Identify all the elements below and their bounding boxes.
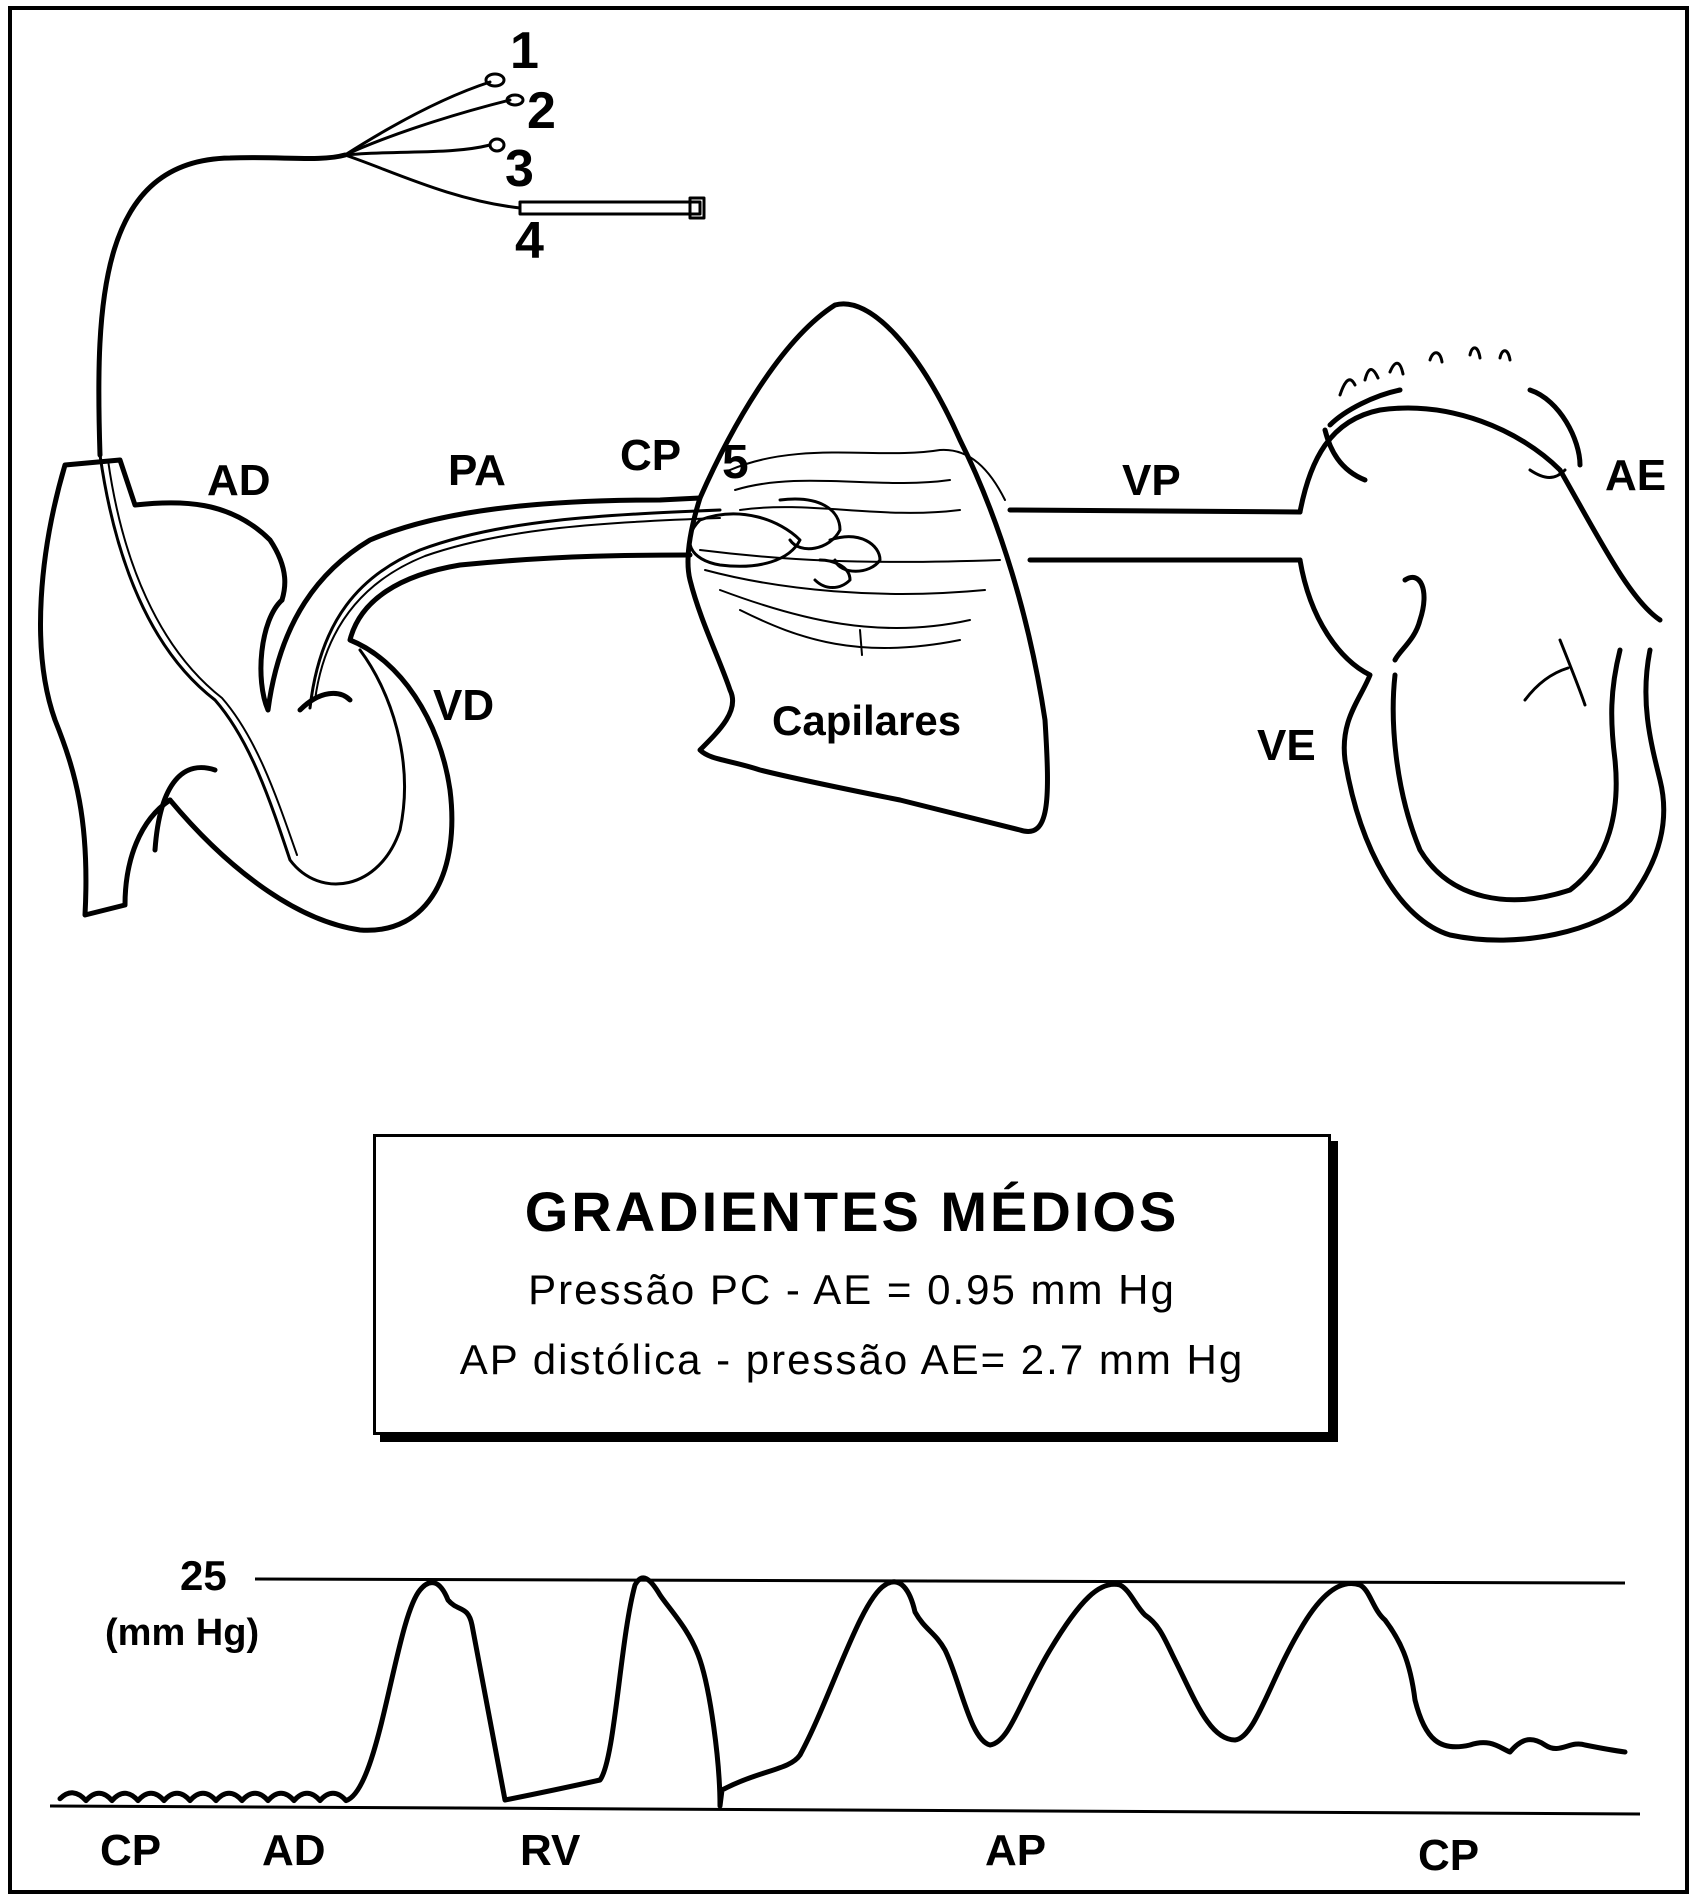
label-port-5: 5 <box>722 436 749 489</box>
label-vp: VP <box>1122 456 1181 505</box>
label-ad: AD <box>207 456 271 505</box>
pulmonary-vein <box>1010 510 1300 560</box>
gradients-title: GRADIENTES MÉDIOS <box>376 1179 1328 1244</box>
x-label-cp-2: CP <box>1418 1831 1479 1880</box>
line-25 <box>255 1579 1625 1583</box>
pressure-chart: 25 (mm Hg) CP AD RV AP CP <box>50 1552 1640 1880</box>
x-label-rv: RV <box>520 1826 581 1875</box>
label-ae: AE <box>1605 451 1666 500</box>
catheter-in-heart <box>100 455 404 884</box>
aortic-branches <box>1340 348 1510 395</box>
y-axis-label: (mm Hg) <box>105 1612 259 1654</box>
x-label-ap: AP <box>985 1826 1046 1875</box>
y-tick-25: 25 <box>180 1552 227 1599</box>
label-ve: VE <box>1257 721 1316 770</box>
aorta <box>1325 390 1580 660</box>
pressure-trace <box>60 1578 1625 1806</box>
label-cp: CP <box>620 431 681 480</box>
gradients-box: GRADIENTES MÉDIOS Pressão PC - AE = 0.95… <box>373 1134 1331 1435</box>
x-label-cp-1: CP <box>100 1826 161 1875</box>
label-capilares: Capilares <box>772 697 961 744</box>
x-label-ad: AD <box>262 1826 326 1875</box>
port-label-4: 4 <box>515 212 544 270</box>
label-vd: VD <box>433 681 494 730</box>
vena-cava <box>41 460 285 915</box>
gradient-line-1: Pressão PC - AE = 0.95 mm Hg <box>376 1266 1328 1314</box>
gradient-line-2: AP distólica - pressão AE= 2.7 mm Hg <box>376 1336 1328 1384</box>
port-label-2: 2 <box>527 82 556 140</box>
port-label-3: 3 <box>505 140 534 198</box>
catheter-tube <box>99 155 345 455</box>
baseline <box>50 1806 1640 1814</box>
port-label-1: 1 <box>510 22 539 80</box>
label-pa: PA <box>448 446 506 495</box>
